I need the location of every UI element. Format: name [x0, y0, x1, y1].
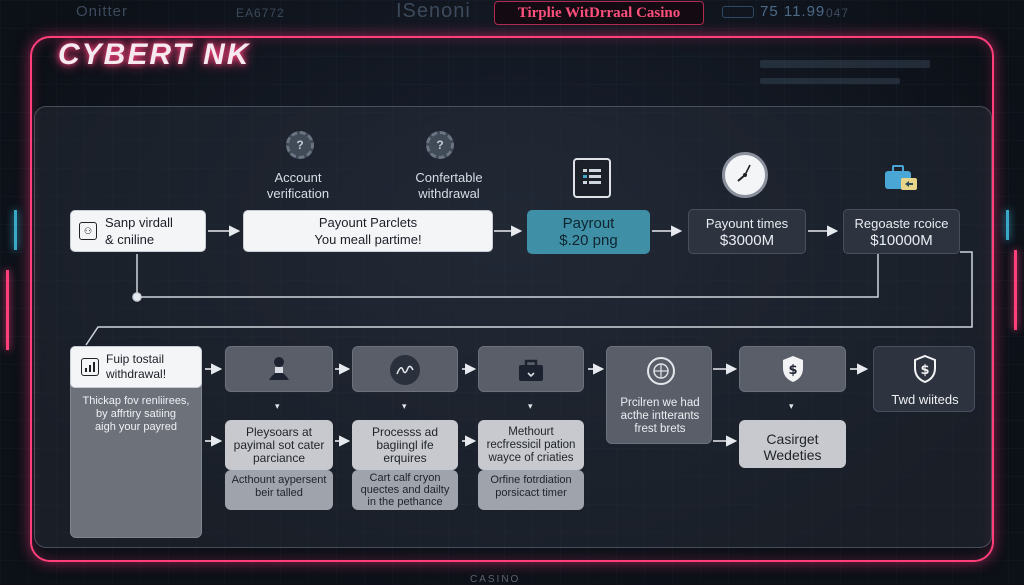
step3-main-box[interactable]: Methourt recfressicil pation wayce of cr…: [478, 420, 584, 470]
step2-header: [352, 346, 458, 392]
decor-rail: [760, 78, 900, 84]
chevron-down-icon: ▾: [275, 401, 280, 411]
right-neon-accent: [1014, 250, 1017, 330]
header-left-text: Onitter: [76, 3, 129, 20]
svg-text:$: $: [920, 363, 929, 378]
payout-value: $.20 png: [559, 232, 618, 249]
step4-card[interactable]: Prcilren we had acthe intterants frest b…: [606, 346, 712, 444]
briefcase-icon: [881, 162, 919, 194]
lock-box-icon: [516, 355, 546, 385]
step4-text: Prcilren we had acthe intterants frest b…: [620, 397, 700, 435]
step1-header: [225, 346, 333, 392]
request-node[interactable]: Regoaste rcoice $10000M: [843, 209, 960, 254]
question-gear-icon: ?: [426, 131, 454, 159]
step1-note-box: Acthount aypersent beir talled: [225, 470, 333, 510]
step5-main-box[interactable]: Casirget Wedeties: [739, 420, 846, 468]
svg-text:$: $: [788, 363, 797, 378]
user-lock-icon: ⚇: [79, 222, 97, 240]
globe-icon: [647, 357, 675, 385]
decor-rail: [760, 60, 930, 68]
checklist-icon: [573, 158, 611, 198]
loop-node: [132, 292, 142, 302]
payout-times-value: $3000M: [719, 231, 775, 249]
payout-params-node[interactable]: Payount Parclets You meall partime!: [243, 210, 493, 252]
step3-main-text: Methourt recfressicil pation wayce of cr…: [486, 426, 576, 464]
header-right-text: 75 11.99: [760, 3, 826, 20]
chevron-down-icon: ▾: [528, 401, 533, 411]
chevron-down-icon: ▾: [402, 401, 407, 411]
wrap-connector: [85, 251, 973, 346]
step3-header: [478, 346, 584, 392]
signature-icon: [390, 355, 420, 385]
right-cyan-accent: [1006, 210, 1009, 240]
payout-title: Payrout: [562, 215, 615, 232]
step5-header: $: [739, 346, 846, 392]
header-mid-text: EA6772: [236, 6, 285, 20]
step2-main-box[interactable]: Processs ad bagiingl ife erquires: [352, 420, 458, 470]
payout-node[interactable]: Payrout $.20 png: [527, 210, 650, 254]
header-center-text: ISenoni: [396, 0, 471, 22]
step1-main-box[interactable]: Pleysoars at payimal sot cater parciance: [225, 420, 333, 470]
header-far-text: 047: [826, 6, 850, 20]
chart-icon: [81, 358, 99, 376]
left-cyan-accent: [14, 210, 17, 250]
start-node-text: Sanp virdall & cniline: [105, 215, 173, 247]
withdrawal-label: Confertable withdrawal: [415, 170, 483, 201]
left-neon-accent: [6, 270, 9, 350]
account-verification-label: Account verification: [266, 170, 330, 201]
request-title: Regoaste rcoice: [854, 215, 949, 231]
loop-connector: [136, 254, 879, 298]
neon-frame: [30, 36, 994, 562]
step3-note-box: Orfine fotrdiation porsicact timer: [478, 470, 584, 510]
payout-times-title: Payount times: [705, 215, 789, 231]
dollar-shield-icon: $: [778, 353, 808, 385]
request-value: $10000M: [870, 231, 933, 249]
header-slot-indicator: [722, 6, 754, 18]
clock-icon: [722, 152, 768, 198]
final-node[interactable]: $ Twd wiiteds: [873, 346, 975, 412]
step1-note-text: Acthount aypersent beir talled: [231, 474, 327, 499]
final-node-text: Twd wiiteds: [891, 392, 959, 407]
quick-withdrawal-description: Thickap fov renliirees, by affrtiry sati…: [82, 395, 190, 433]
cyberpunk-logo: CYBERT NK: [58, 38, 251, 71]
question-gear-icon: ?: [286, 131, 314, 159]
step2-note-text: Cart calf cryon quectes and dailty in th…: [360, 472, 450, 508]
chevron-down-icon: ▾: [789, 401, 794, 411]
step2-note-box: Cart calf cryon quectes and dailty in th…: [352, 470, 458, 510]
step3-note-text: Orfine fotrdiation porsicact timer: [490, 474, 572, 499]
quick-withdrawal-title: Fuip tostail withdrawal!: [106, 352, 167, 381]
footer-text: CASINO: [470, 574, 521, 585]
dollar-shield-icon: $: [910, 353, 940, 385]
payout-times-node[interactable]: Payount times $3000M: [688, 209, 806, 254]
top-status-strip: Onitter EA6772 ISenoni Tirplie WitDrraal…: [0, 0, 1024, 26]
step1-main-text: Pleysoars at payimal sot cater parciance: [233, 425, 325, 465]
support-agent-icon: [264, 353, 294, 383]
step2-main-text: Processs ad bagiingl ife erquires: [371, 425, 439, 465]
step5-main-text: Casirget Wedeties: [763, 431, 822, 463]
casino-title-badge: Tirplie WitDrraal Casino: [494, 1, 704, 25]
start-node[interactable]: ⚇ Sanp virdall & cniline: [70, 210, 206, 252]
quick-withdrawal-node[interactable]: Fuip tostail withdrawal!: [70, 346, 202, 388]
